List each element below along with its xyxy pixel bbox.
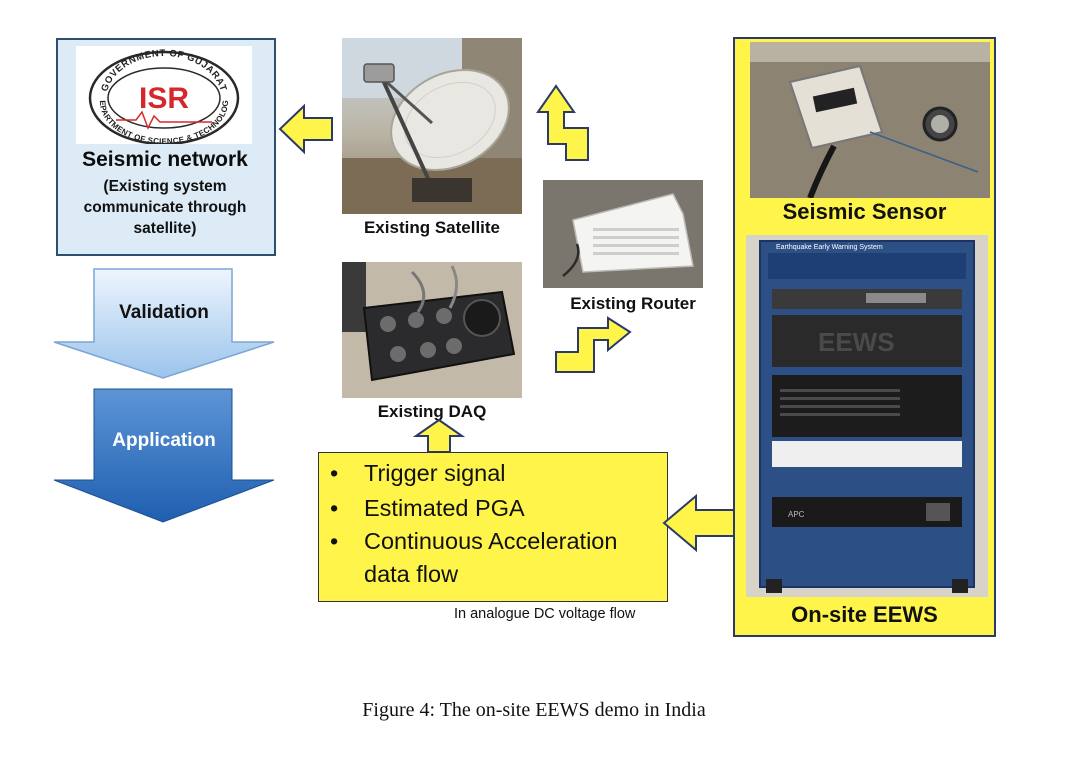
subtitle-line-3: satellite) xyxy=(133,220,197,237)
bullet-data-flow: data flow xyxy=(364,561,459,587)
figure-caption: Figure 4: The on-site EEWS demo in India xyxy=(362,699,706,721)
arrow-daq-to-router xyxy=(555,316,632,373)
on-site-eews-label: On-site EEWS xyxy=(791,602,938,627)
satellite-photo xyxy=(342,38,522,214)
seismic-network-subtitle: (Existing system communicate through sat… xyxy=(58,176,272,239)
arrow-router-to-satellite xyxy=(536,84,589,161)
rack-header-text: Earthquake Early Warning System xyxy=(776,244,883,251)
analogue-note: In analogue DC voltage flow xyxy=(454,606,636,622)
router-photo xyxy=(543,180,703,288)
seismic-sensor-label: Seismic Sensor xyxy=(782,199,947,224)
signal-info-list: •Trigger signal •Estimated PGA •Continuo… xyxy=(322,456,684,591)
satellite-label: Existing Satellite xyxy=(363,218,501,237)
list-item: •Continuous Acceleration xyxy=(330,528,618,554)
application-label: Application xyxy=(112,430,216,451)
isr-logo: GOVERNMENT OF GUJARAT DEPARTMENT OF SCIE… xyxy=(73,39,252,146)
arrow-info-to-daq xyxy=(412,418,466,453)
router-label: Existing Router xyxy=(570,294,696,313)
isr-logo-emblem: GOVERNMENT OF GUJARAT DEPARTMENT OF SCIE… xyxy=(73,39,240,146)
bullet-continuous-acceleration: Continuous Acceleration xyxy=(364,528,618,554)
logo-isr-text: ISR xyxy=(139,82,189,115)
arrow-to-network xyxy=(278,103,333,155)
rack-panel-text: EEWS xyxy=(818,327,895,357)
list-item: •Trigger signal xyxy=(330,460,506,486)
validation-label: Validation xyxy=(119,302,209,323)
daq-photo xyxy=(342,262,522,398)
signal-info-box xyxy=(318,452,668,602)
list-item-continuation: data flow xyxy=(322,558,684,591)
subtitle-line-2: communicate through xyxy=(83,199,247,216)
list-item: •Estimated PGA xyxy=(330,494,525,521)
validation-arrow xyxy=(53,268,275,379)
server-rack-icon: Earthquake Early Warning System EEWS APC xyxy=(746,235,988,597)
daq-device-icon xyxy=(342,262,522,398)
ups-label: APC xyxy=(788,510,805,519)
seismic-sensor-photo xyxy=(750,42,990,198)
seismogram-icon xyxy=(116,110,212,130)
daq-label: Existing DAQ xyxy=(377,402,487,421)
eews-rack-photo: Earthquake Early Warning System EEWS APC xyxy=(746,235,988,597)
arrow-eews-to-info xyxy=(662,493,737,553)
subtitle-line-1: (Existing system xyxy=(103,178,227,195)
application-arrow xyxy=(53,388,275,523)
bullet-estimated-pga: Estimated PGA xyxy=(364,494,525,521)
satellite-dish-icon xyxy=(342,38,522,214)
seismic-sensor-icon xyxy=(750,42,990,198)
bullet-trigger-signal: Trigger signal xyxy=(364,460,506,486)
seismic-network-title: Seismic network xyxy=(82,148,248,171)
router-icon xyxy=(543,180,703,288)
